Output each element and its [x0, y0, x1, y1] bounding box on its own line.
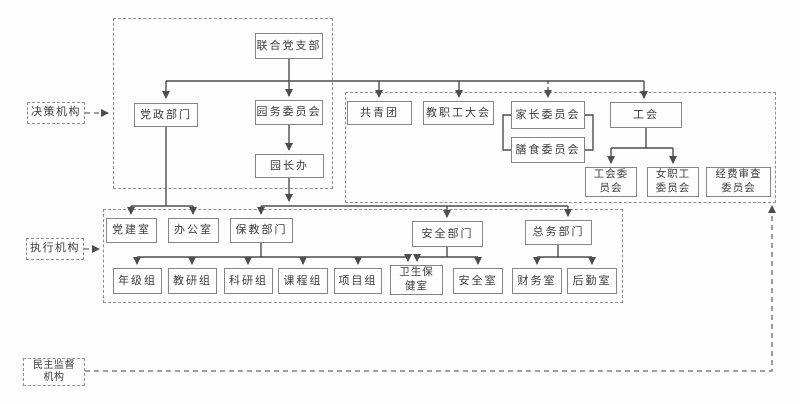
- line-supervision-feedback: [85, 205, 776, 372]
- bracket-left-parents-diet: [502, 114, 511, 151]
- node-finance-room: 财务室: [512, 268, 562, 294]
- node-union-committee: 工会委 员会: [585, 167, 637, 197]
- node-safety-room: 安全室: [453, 268, 503, 294]
- node-curriculum-group: 课程组: [278, 268, 328, 294]
- node-youth-league: 共青团: [347, 101, 412, 125]
- container-executive-bodies: [103, 209, 623, 303]
- label-supervision-body: 民主监督 机构: [23, 358, 85, 386]
- node-care-education-dept: 保教部门: [230, 218, 293, 243]
- node-women-workers-committee: 女职工 委员会: [647, 167, 699, 197]
- node-logistics-room: 后勤室: [567, 268, 617, 294]
- node-staff-congress: 教职工大会: [423, 101, 494, 125]
- node-teaching-research-group: 教研组: [168, 268, 217, 294]
- node-project-group: 项目组: [334, 268, 382, 294]
- node-joint-party-branch: 联合党支部: [255, 33, 323, 59]
- node-parents-committee: 家长委员会: [511, 101, 585, 129]
- container-mass-organizations: [345, 92, 776, 203]
- container-decision-bodies: [113, 18, 333, 189]
- node-office: 办公室: [168, 218, 219, 243]
- node-party-admin-dept: 党政部门: [134, 103, 198, 127]
- node-funds-audit-committee: 经费审查 委员会: [706, 167, 771, 197]
- node-science-research-group: 科研组: [224, 268, 273, 294]
- node-diet-committee: 膳食委员会: [511, 137, 585, 163]
- node-principal-office: 园长办: [255, 154, 324, 178]
- node-party-building-room: 党建室: [106, 218, 157, 243]
- node-health-care-room: 卫生保 健室: [390, 265, 443, 295]
- label-decision-body: 决策机构: [27, 102, 85, 124]
- label-executive-body: 执行机构: [26, 238, 84, 260]
- node-garden-affairs-committee: 园务委员会: [255, 100, 323, 125]
- node-general-affairs-dept: 总务部门: [525, 220, 592, 245]
- node-trade-union: 工会: [610, 102, 682, 128]
- node-grade-group: 年级组: [113, 268, 162, 294]
- node-safety-dept: 安全部门: [412, 221, 483, 247]
- bracket-right-parents-diet: [585, 114, 594, 151]
